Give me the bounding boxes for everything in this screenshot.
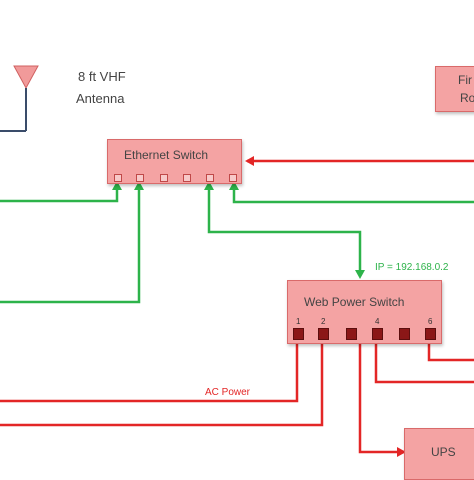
ethernet-port-6 xyxy=(229,174,237,182)
ethernet-port-3 xyxy=(160,174,168,182)
port-number-6: 6 xyxy=(428,317,433,326)
web-power-switch: Web Power Switch 1 2 4 6 xyxy=(287,280,442,344)
power-outlet-3 xyxy=(346,328,357,340)
green-line-left-bottom xyxy=(0,185,141,304)
arrow-up-4 xyxy=(229,181,239,190)
power-outlet-5 xyxy=(399,328,410,340)
red-line-port3-ups xyxy=(358,340,404,454)
web-power-switch-label: Web Power Switch xyxy=(304,295,405,309)
ethernet-switch: Ethernet Switch xyxy=(107,139,242,184)
red-line-port6 xyxy=(427,340,474,362)
top-right-box-line2: Ro xyxy=(460,91,474,105)
antenna-label-line2: Antenna xyxy=(76,91,125,106)
ups-label: UPS xyxy=(431,445,456,459)
power-outlet-4 xyxy=(372,328,383,340)
top-right-box-line1: Fir xyxy=(458,73,472,87)
red-line-port4 xyxy=(374,340,474,384)
port-number-2: 2 xyxy=(321,317,326,326)
ac-power-label: AC Power xyxy=(205,387,251,398)
ups: UPS xyxy=(404,428,474,480)
antenna-icon xyxy=(0,65,39,132)
red-line-port2 xyxy=(0,340,324,427)
arrow-up-3 xyxy=(204,181,214,190)
green-line-to-power-switch xyxy=(207,185,362,275)
green-connections xyxy=(0,185,474,304)
ethernet-port-1 xyxy=(114,174,122,182)
port-number-4: 4 xyxy=(375,317,380,326)
arrow-down-power xyxy=(355,270,365,279)
green-line-left-top xyxy=(0,185,119,203)
top-right-box: Fir Ro xyxy=(435,66,474,112)
red-line-port1 xyxy=(0,340,299,403)
arrow-up-1 xyxy=(112,181,122,190)
power-outlet-2 xyxy=(318,328,329,340)
power-outlet-1 xyxy=(293,328,304,340)
red-arrowheads xyxy=(245,156,406,457)
power-outlet-6 xyxy=(425,328,436,340)
ip-label: IP = 192.168.0.2 xyxy=(375,262,449,273)
arrow-up-2 xyxy=(134,181,144,190)
red-connections xyxy=(0,159,474,454)
ethernet-switch-label: Ethernet Switch xyxy=(124,148,209,162)
arrow-into-ethernet xyxy=(245,156,254,166)
antenna-label-line1: 8 ft VHF xyxy=(78,69,126,84)
ethernet-port-5 xyxy=(206,174,214,182)
green-arrowheads xyxy=(112,181,365,279)
arrow-into-ups xyxy=(397,447,406,457)
ethernet-port-4 xyxy=(183,174,191,182)
green-line-right xyxy=(232,185,474,204)
ethernet-port-2 xyxy=(136,174,144,182)
port-number-1: 1 xyxy=(296,317,301,326)
